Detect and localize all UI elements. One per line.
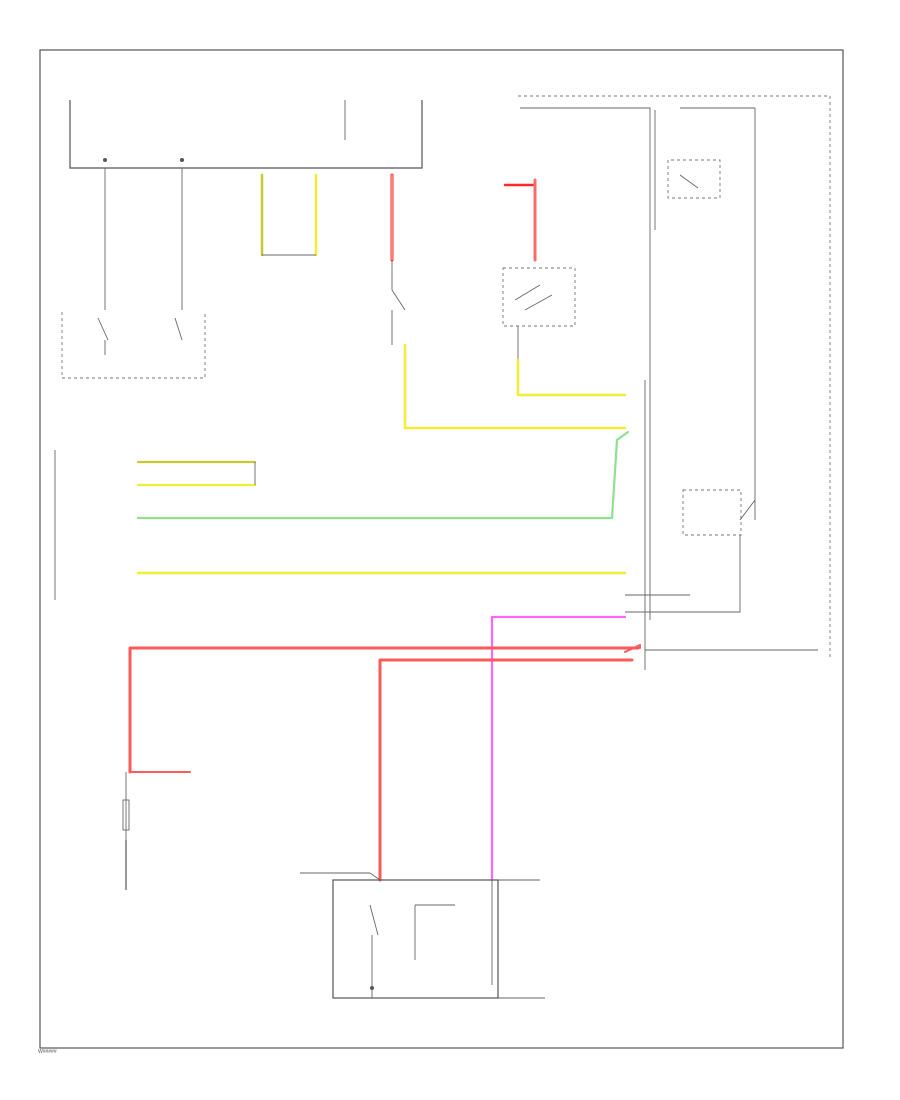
top-connector-bus bbox=[69, 95, 831, 660]
red-wire-main bbox=[128, 644, 818, 882]
ecm-olive-wires bbox=[136, 460, 257, 487]
diagram-frame bbox=[39, 49, 844, 1049]
top-drops bbox=[103, 158, 184, 310]
lower-left-fuse bbox=[122, 772, 130, 890]
starter-box bbox=[300, 872, 545, 999]
yellow-wire-trans bbox=[516, 358, 627, 397]
clutch-switch bbox=[391, 289, 406, 345]
red-wire-right bbox=[503, 178, 537, 262]
right-module-bracket bbox=[520, 107, 756, 620]
transmission-switch-box bbox=[502, 267, 576, 360]
ignition-switch-box bbox=[61, 312, 206, 379]
yellow-wire-clutch bbox=[403, 343, 627, 430]
footer-code: W##### bbox=[38, 1049, 57, 1055]
junction-vertical bbox=[625, 380, 690, 670]
pink-wire bbox=[490, 615, 627, 882]
clutch-pedal-switch bbox=[667, 159, 721, 199]
olive-wires bbox=[260, 173, 318, 257]
green-wire bbox=[136, 430, 630, 520]
starter-relay-box bbox=[625, 489, 756, 613]
